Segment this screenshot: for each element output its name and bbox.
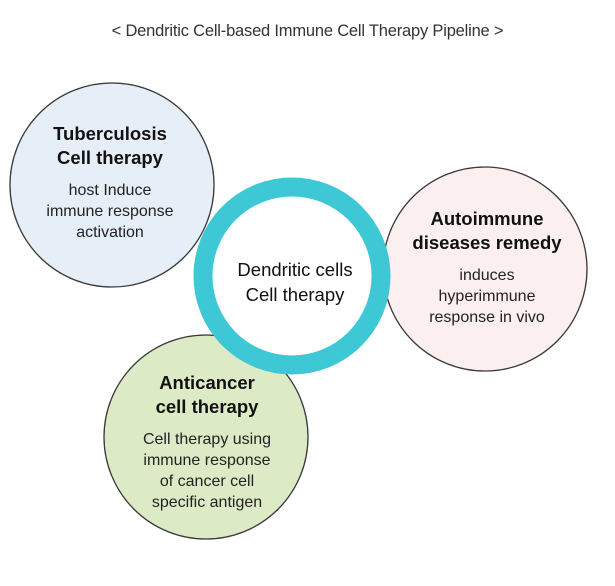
center-line1: Dendritic cells bbox=[237, 259, 353, 280]
center-ring bbox=[193, 177, 391, 375]
autoimmune-heading-line1: Autoimmune bbox=[430, 208, 544, 229]
tuberculosis-heading: Tuberculosis Cell therapy bbox=[20, 122, 200, 170]
tuberculosis-desc-line1: host Induce bbox=[68, 182, 152, 199]
center-heading: Dendritic cells Cell therapy bbox=[210, 257, 380, 307]
tuberculosis-node: Tuberculosis Cell therapy host Induce im… bbox=[20, 122, 200, 243]
tuberculosis-description: host Induce immune response activation bbox=[20, 180, 200, 243]
autoimmune-description: induces hyperimmune response in vivo bbox=[388, 265, 586, 328]
tuberculosis-circle bbox=[9, 82, 215, 288]
anticancer-node: Anticancer cell therapy Cell therapy usi… bbox=[108, 371, 306, 513]
autoimmune-desc-line2: hyperimmune bbox=[438, 288, 536, 305]
autoimmune-heading-line2: diseases remedy bbox=[412, 232, 562, 253]
anticancer-desc-line1: Cell therapy using bbox=[142, 431, 272, 448]
autoimmune-heading: Autoimmune diseases remedy bbox=[388, 207, 586, 255]
anticancer-desc-line2: immune response bbox=[143, 452, 271, 469]
anticancer-desc-line3: of cancer cell bbox=[159, 473, 255, 490]
tuberculosis-desc-line2: immune response bbox=[46, 203, 174, 220]
anticancer-heading-line1: Anticancer bbox=[159, 372, 255, 393]
autoimmune-node: Autoimmune diseases remedy induces hyper… bbox=[388, 207, 586, 328]
anticancer-heading: Anticancer cell therapy bbox=[108, 371, 306, 419]
anticancer-circle bbox=[103, 334, 309, 540]
tuberculosis-desc-line3: activation bbox=[76, 224, 144, 241]
tuberculosis-heading-line1: Tuberculosis bbox=[53, 123, 167, 144]
anticancer-desc-line4: specific antigen bbox=[151, 494, 263, 511]
anticancer-heading-line2: cell therapy bbox=[155, 396, 259, 417]
tuberculosis-heading-line2: Cell therapy bbox=[57, 147, 163, 168]
center-line2: Cell therapy bbox=[245, 284, 345, 305]
anticancer-description: Cell therapy using immune response of ca… bbox=[108, 429, 306, 513]
diagram-title: < Dendritic Cell-based Immune Cell Thera… bbox=[111, 22, 504, 40]
autoimmune-desc-line1: induces bbox=[459, 267, 515, 284]
autoimmune-desc-line3: response in vivo bbox=[429, 309, 545, 326]
center-node: Dendritic cells Cell therapy bbox=[210, 257, 380, 307]
